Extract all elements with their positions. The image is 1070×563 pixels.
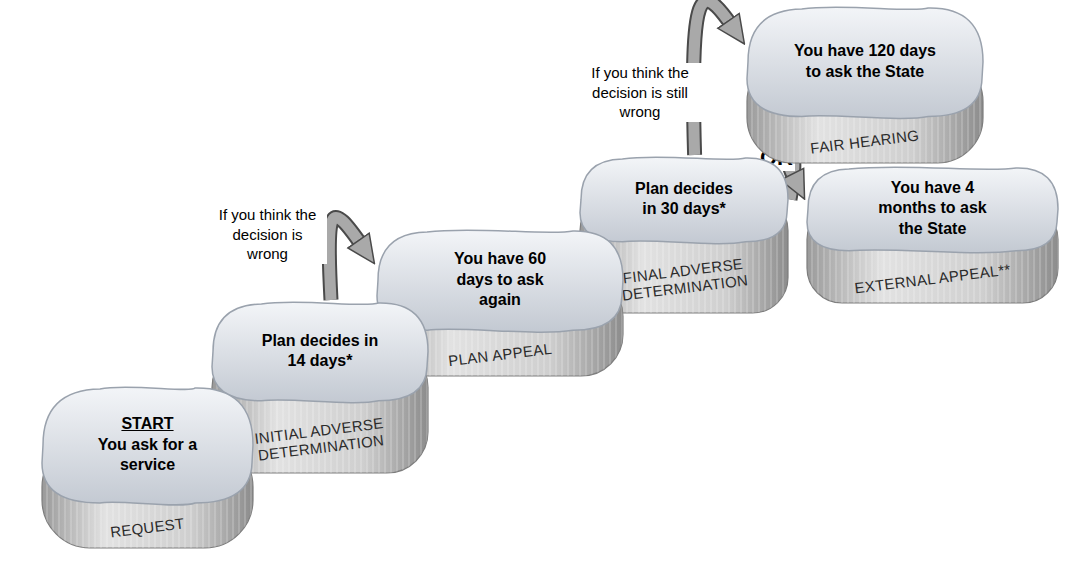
stone-top-text: STARTYou ask for a service bbox=[40, 385, 255, 505]
step-text: You have 120 days to ask the State bbox=[790, 41, 940, 83]
stone-top bbox=[747, 7, 983, 118]
stone-top bbox=[807, 167, 1058, 253]
stone-top bbox=[212, 302, 428, 403]
arrow-body bbox=[329, 217, 362, 300]
stone-band: EXTERNAL APPEAL** bbox=[805, 253, 1060, 305]
stone-top bbox=[377, 230, 623, 332]
stone-top-text: You have 120 days to ask the State bbox=[745, 5, 985, 119]
band-label: PLAN APPEAL bbox=[447, 340, 553, 370]
stone-band: FAIR HEARING bbox=[745, 119, 985, 165]
stone-top-text: Plan decides in 30 days* bbox=[578, 155, 790, 244]
arrow-outline bbox=[329, 217, 362, 300]
stone-band: REQUEST bbox=[40, 505, 255, 550]
band-label: INITIAL ADVERSE DETERMINATION bbox=[229, 411, 412, 467]
stone-top bbox=[580, 157, 788, 244]
step-stone: You have 120 days to ask the StateFAIR H… bbox=[745, 5, 985, 165]
stone-top-text: Plan decides in 14 days* bbox=[210, 300, 430, 403]
step-text: You have 60 days to ask again bbox=[445, 249, 555, 311]
stone-top bbox=[42, 387, 253, 505]
band-label: REQUEST bbox=[109, 514, 185, 540]
heading-text: START bbox=[121, 414, 173, 435]
step-stone: STARTYou ask for a serviceREQUEST bbox=[40, 385, 255, 550]
edge-label: If you think the decision is still wrong bbox=[578, 63, 702, 122]
step-text: Plan decides in 30 days* bbox=[629, 179, 739, 221]
curved-arrow bbox=[329, 217, 362, 300]
step-text: You have 4 months to ask the State bbox=[868, 178, 998, 240]
band-label: FAIR HEARING bbox=[810, 127, 921, 157]
edge-label: If you think the decision is wrong bbox=[208, 205, 327, 264]
step-text: Plan decides in 14 days* bbox=[255, 331, 385, 373]
band-label: EXTERNAL APPEAL** bbox=[853, 261, 1011, 297]
step-text: You ask for a service bbox=[88, 435, 208, 477]
step-stone: You have 4 months to ask the StateEXTERN… bbox=[805, 165, 1060, 305]
stone-top-text: You have 4 months to ask the State bbox=[805, 165, 1060, 253]
